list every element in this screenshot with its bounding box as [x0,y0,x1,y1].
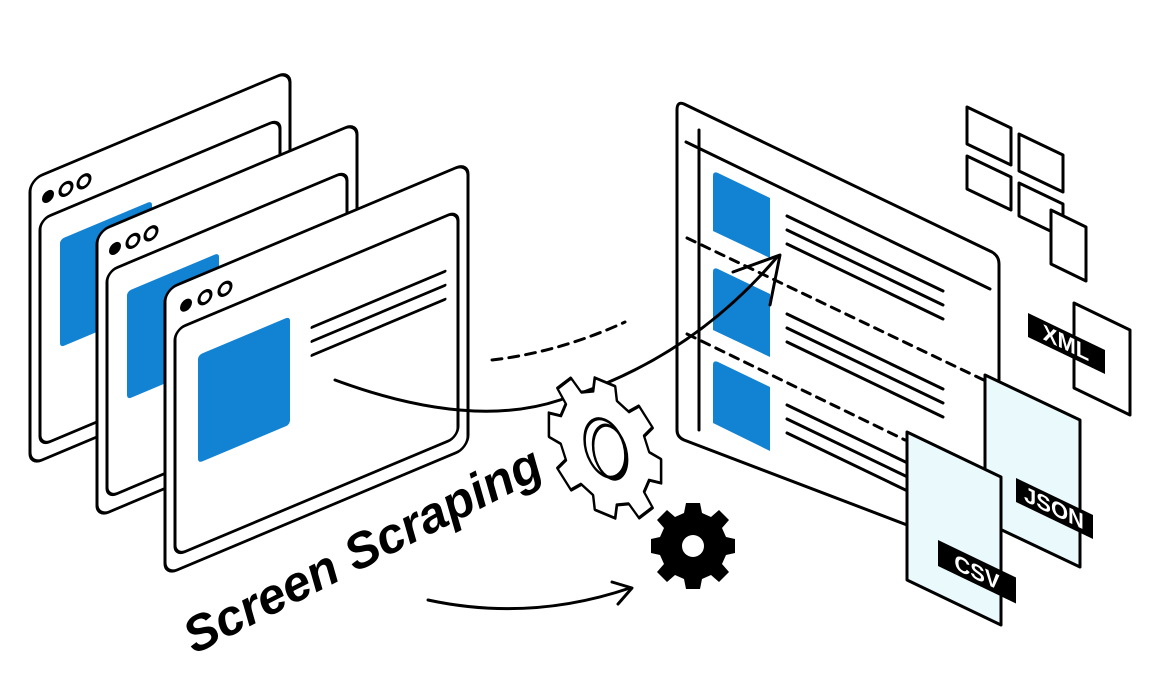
scrape-arrow [333,254,780,413]
csv-document: CSV [905,430,1016,627]
arrow-icon [426,586,632,611]
content-block [198,317,290,462]
browser-window-front [163,165,470,573]
data-tiles [965,105,1088,283]
xml-document: XML [1028,301,1132,417]
dashed-flow [490,320,627,362]
gear-icon [547,376,663,520]
gear-solid-icon [651,503,735,589]
